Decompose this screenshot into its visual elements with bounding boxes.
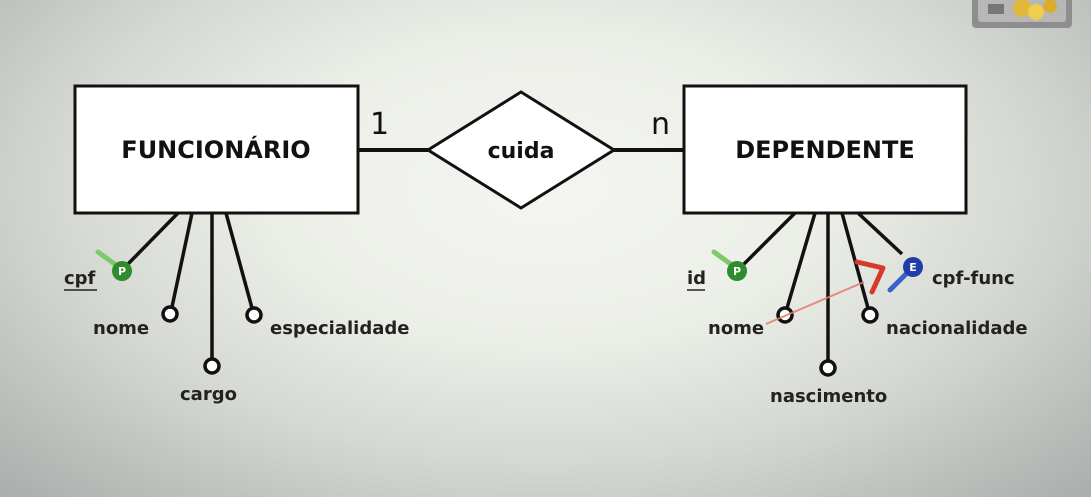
- entity-funcionario-label: FUNCIONÁRIO: [121, 135, 310, 164]
- attribute-nome-dependente[interactable]: nome: [708, 212, 817, 339]
- attr-nome-label: nome: [93, 318, 149, 339]
- entity-funcionario[interactable]: FUNCIONÁRIO: [73, 84, 360, 215]
- entity-dependente-label: DEPENDENTE: [735, 136, 915, 164]
- svg-text:P: P: [118, 265, 126, 278]
- attribute-cargo[interactable]: cargo: [180, 213, 237, 405]
- attribute-cpf[interactable]: P cpf: [64, 211, 180, 291]
- attribute-nome-funcionario[interactable]: nome: [93, 212, 194, 339]
- coin-logo-icon: [972, 0, 1072, 28]
- svg-text:P: P: [733, 265, 741, 278]
- cardinality-right: n: [651, 107, 670, 142]
- relationship-label: cuida: [488, 139, 555, 164]
- red-check-mark-icon: [765, 259, 886, 325]
- green-key-p-icon: P: [95, 249, 132, 281]
- attr-nascimento-label: nascimento: [770, 386, 887, 407]
- green-key-p-icon: P: [711, 249, 747, 281]
- attr-id-label: id: [687, 268, 706, 289]
- svg-text:E: E: [909, 261, 917, 274]
- relationship-cuida[interactable]: cuida: [425, 90, 617, 210]
- blue-key-e-icon: E: [887, 257, 923, 293]
- attr-nome-dep-label: nome: [708, 318, 764, 339]
- cardinality-left: 1: [370, 107, 389, 142]
- attribute-cpf-func[interactable]: E cpf-func: [856, 211, 1015, 293]
- attr-cpf-func-label: cpf-func: [932, 268, 1015, 289]
- attribute-id[interactable]: P id: [687, 211, 797, 291]
- attr-cargo-label: cargo: [180, 384, 237, 405]
- attr-cpf-label: cpf: [64, 268, 96, 289]
- entity-dependente[interactable]: DEPENDENTE: [682, 84, 968, 215]
- attribute-nascimento[interactable]: nascimento: [770, 213, 887, 407]
- attribute-especialidade[interactable]: especialidade: [224, 212, 409, 339]
- attr-nacionalidade-label: nacionalidade: [886, 318, 1028, 339]
- attr-especialidade-label: especialidade: [270, 318, 409, 339]
